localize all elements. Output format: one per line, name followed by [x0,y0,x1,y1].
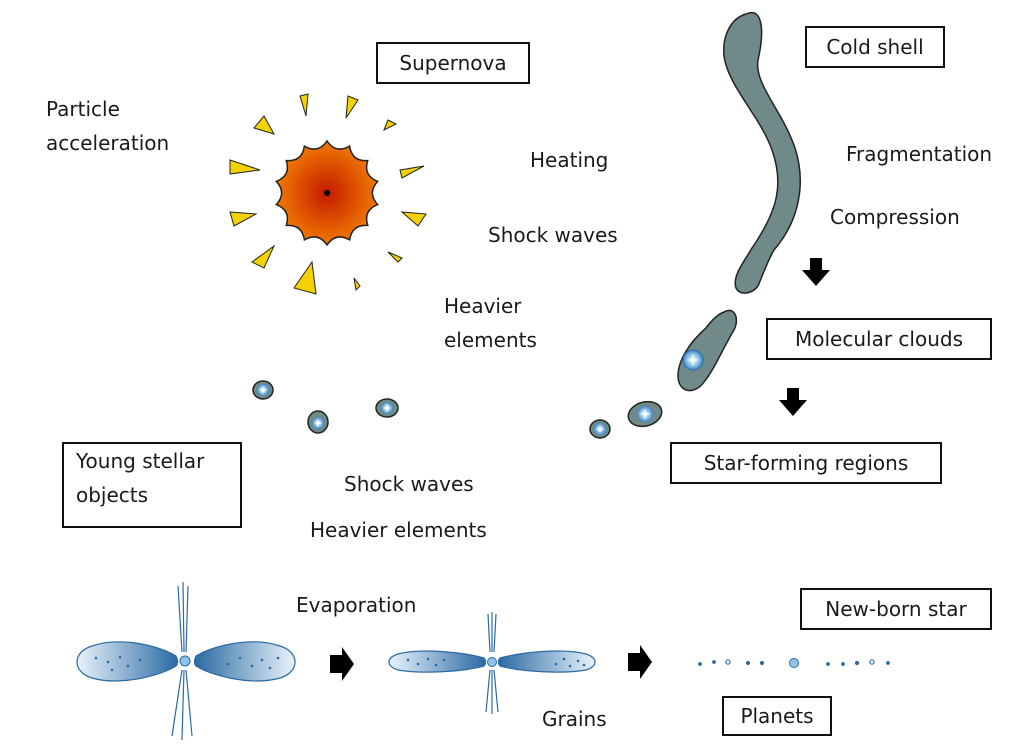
supernova-icon [229,93,427,295]
heating-label: Heating [530,148,609,172]
arrow-down-icon-2 [779,388,807,416]
heavier-elements-upper-label-line2: elements [444,328,537,352]
young-stellar-objects-label-line2: objects [76,483,149,507]
particle-acceleration-label-line1: Particle [46,97,120,121]
molecular-clouds-box: Molecular clouds [766,318,992,360]
planets-label: Planets [740,704,814,728]
new-born-star-box: New-born star [800,588,992,630]
planets-box: Planets [722,696,832,736]
heavier-elements-upper-label-line1: Heavier [444,294,522,318]
protostar-globule-icon [682,349,704,371]
planet-dot-icon [698,659,890,666]
supernova-shards [229,93,427,295]
shock-waves-upper-label: Shock waves [488,223,618,247]
cold-shell-box: Cold shell [805,26,945,68]
cold-shell-filament-icon [723,11,801,294]
young-stellar-globules [252,380,399,434]
grains-label: Grains [542,707,607,731]
particle-acceleration-label-line2: acceleration [46,131,170,155]
new-born-star-icon [698,658,890,668]
star-forming-regions-label: Star-forming regions [703,451,909,475]
shock-waves-lower-label: Shock waves [344,472,474,496]
new-born-star-label: New-born star [825,597,967,621]
star-forming-regions-box: Star-forming regions [670,442,942,484]
jet-icon [171,581,193,741]
supernova-box: Supernova [376,42,530,84]
heavier-elements-lower-label: Heavier elements [310,518,487,542]
star-forming-globules [589,400,663,439]
molecular-cloud-icon [677,309,738,392]
fragmentation-label: Fragmentation [846,142,993,166]
arrow-right-icon [330,647,354,681]
jet-icon-2 [485,612,499,714]
protoplanetary-disk-icon [76,581,296,741]
cold-shell-label: Cold shell [826,35,924,59]
young-stellar-objects-label-line1: Young stellar [76,449,205,473]
protoplanetary-disk-icon-2 [388,612,596,714]
evaporation-label: Evaporation [296,593,417,617]
arrow-right-icon-2 [628,645,652,679]
arrow-down-icon [802,258,830,286]
molecular-clouds-label: Molecular clouds [795,327,963,351]
young-stellar-objects-box: Young stellar objects [62,442,242,528]
supernova-label: Supernova [399,51,507,75]
compression-label: Compression [830,205,960,229]
